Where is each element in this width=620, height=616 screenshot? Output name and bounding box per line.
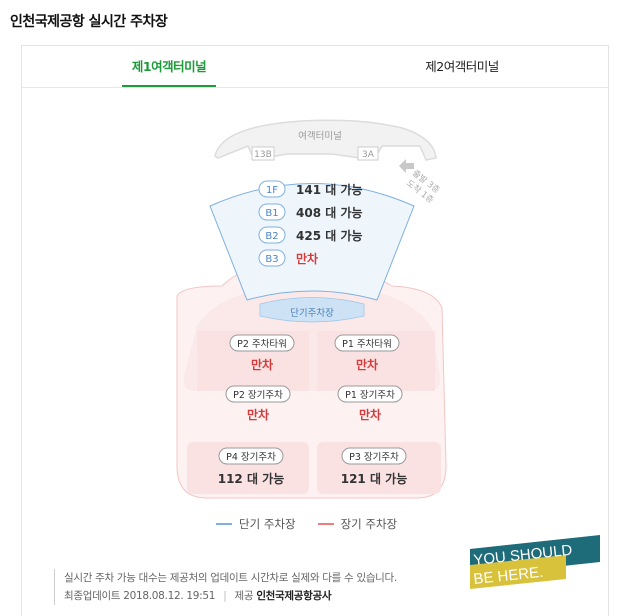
- provider-label: 제공: [234, 590, 254, 602]
- parking-map: 여객터미널 13B 3A 출발 3층 도착 1층 단기주차장 1F 141 대 …: [176, 119, 447, 499]
- lot-p3-long-status: 121 대 가능: [341, 471, 408, 486]
- terminal-tabs: 제1여객터미널 제2여객터미널: [22, 46, 608, 88]
- floor-1f-row[interactable]: 1F 141 대 가능: [258, 180, 363, 198]
- lot-p1-tower-name: P1 주차타워: [342, 338, 392, 350]
- lot-p1-long-status: 만차: [359, 407, 381, 422]
- parking-card: 제1여객터미널 제2여객터미널 여객터미널 13B 3A 출발 3층 도착 1층…: [21, 45, 609, 616]
- lot-p1-tower[interactable]: P1 주차타워 만차: [334, 334, 400, 372]
- floor-b2-row[interactable]: B2 425 대 가능: [258, 226, 363, 244]
- legend-short-label: 단기 주차장: [239, 517, 296, 531]
- legend-short-line: [216, 523, 232, 525]
- lot-p2-tower[interactable]: P2 주차타워 만차: [229, 334, 295, 372]
- page-title: 인천국제공항 실시간 주차장: [10, 14, 168, 30]
- gate-3a: 3A: [362, 150, 375, 160]
- separator: |: [223, 590, 227, 602]
- provider-link[interactable]: 인천국제공항공사: [256, 590, 332, 602]
- lot-p4-long[interactable]: P4 장기주차 112 대 가능: [218, 447, 285, 486]
- notice-text: 실시간 주차 가능 대수는 제공처의 업데이트 시간차로 실제와 다를 수 있습…: [64, 572, 397, 584]
- legend-long-label: 장기 주차장: [340, 517, 398, 531]
- update-info: 최종업데이트 2018.08.12. 19:51 | 제공 인천국제공항공사: [64, 587, 397, 605]
- floor-b3-row[interactable]: B3 만차: [258, 249, 318, 267]
- floor-b2-label: B2: [265, 231, 278, 242]
- lot-p1-tower-status: 만차: [356, 357, 378, 372]
- lot-p2-tower-status: 만차: [251, 357, 273, 372]
- short-term-floors: 1F 141 대 가능 B1 408 대 가능 B2 425 대 가능 B3 만…: [258, 180, 363, 267]
- short-term-lot-label: 단기주차장: [290, 307, 334, 319]
- long-term-lots: P2 주차타워 만차 P1 주차타워 만차 P2 장기주차 만차 P1 장기주차…: [187, 331, 441, 494]
- floor-b2-status: 425 대 가능: [296, 228, 363, 243]
- floor-b3-status: 만차: [296, 251, 318, 266]
- floor-1f-status: 141 대 가능: [296, 182, 363, 197]
- lot-p2-tower-name: P2 주차타워: [237, 338, 287, 350]
- lot-p3-long-name: P3 장기주차: [349, 451, 399, 463]
- tab-terminal-2[interactable]: 제2여객터미널: [425, 59, 499, 74]
- updated-value: 2018.08.12. 19:51: [123, 590, 216, 602]
- lot-p1-long[interactable]: P1 장기주차 만차: [337, 385, 403, 422]
- lot-p3-long[interactable]: P3 장기주차 121 대 가능: [341, 447, 408, 486]
- legend-long-line: [317, 523, 334, 525]
- lot-p4-long-name: P4 장기주차: [226, 451, 276, 463]
- floor-b1-label: B1: [265, 208, 278, 219]
- lot-p1-long-name: P1 장기주차: [345, 389, 395, 401]
- terminal-label: 여객터미널: [298, 130, 342, 142]
- tab-terminal-1[interactable]: 제1여객터미널: [122, 46, 216, 87]
- lot-p2-long-status: 만차: [247, 407, 269, 422]
- notice: 실시간 주차 가능 대수는 제공처의 업데이트 시간차로 실제와 다를 수 있습…: [54, 569, 397, 605]
- lot-p2-long[interactable]: P2 장기주차 만차: [225, 385, 291, 422]
- you-should-be-here-stamp: YOU SHOULD BE HERE.: [470, 535, 600, 589]
- updated-label: 최종업데이트: [64, 590, 121, 602]
- legend-short: 단기 주차장: [216, 516, 296, 532]
- legend-long: 장기 주차장: [317, 516, 398, 532]
- departure-arrow-icon: 출발 3층 도착 1층: [399, 159, 442, 206]
- lot-p2-long-name: P2 장기주차: [233, 389, 283, 401]
- gate-13b: 13B: [254, 150, 272, 160]
- map-legend: 단기 주차장 장기 주차장: [216, 516, 419, 532]
- lot-p4-long-status: 112 대 가능: [218, 471, 285, 486]
- floor-b1-status: 408 대 가능: [296, 205, 363, 220]
- floor-b3-label: B3: [265, 254, 278, 265]
- floor-b1-row[interactable]: B1 408 대 가능: [258, 203, 363, 221]
- floor-1f-label: 1F: [266, 185, 278, 196]
- terminal-building: 여객터미널 13B 3A: [214, 119, 437, 161]
